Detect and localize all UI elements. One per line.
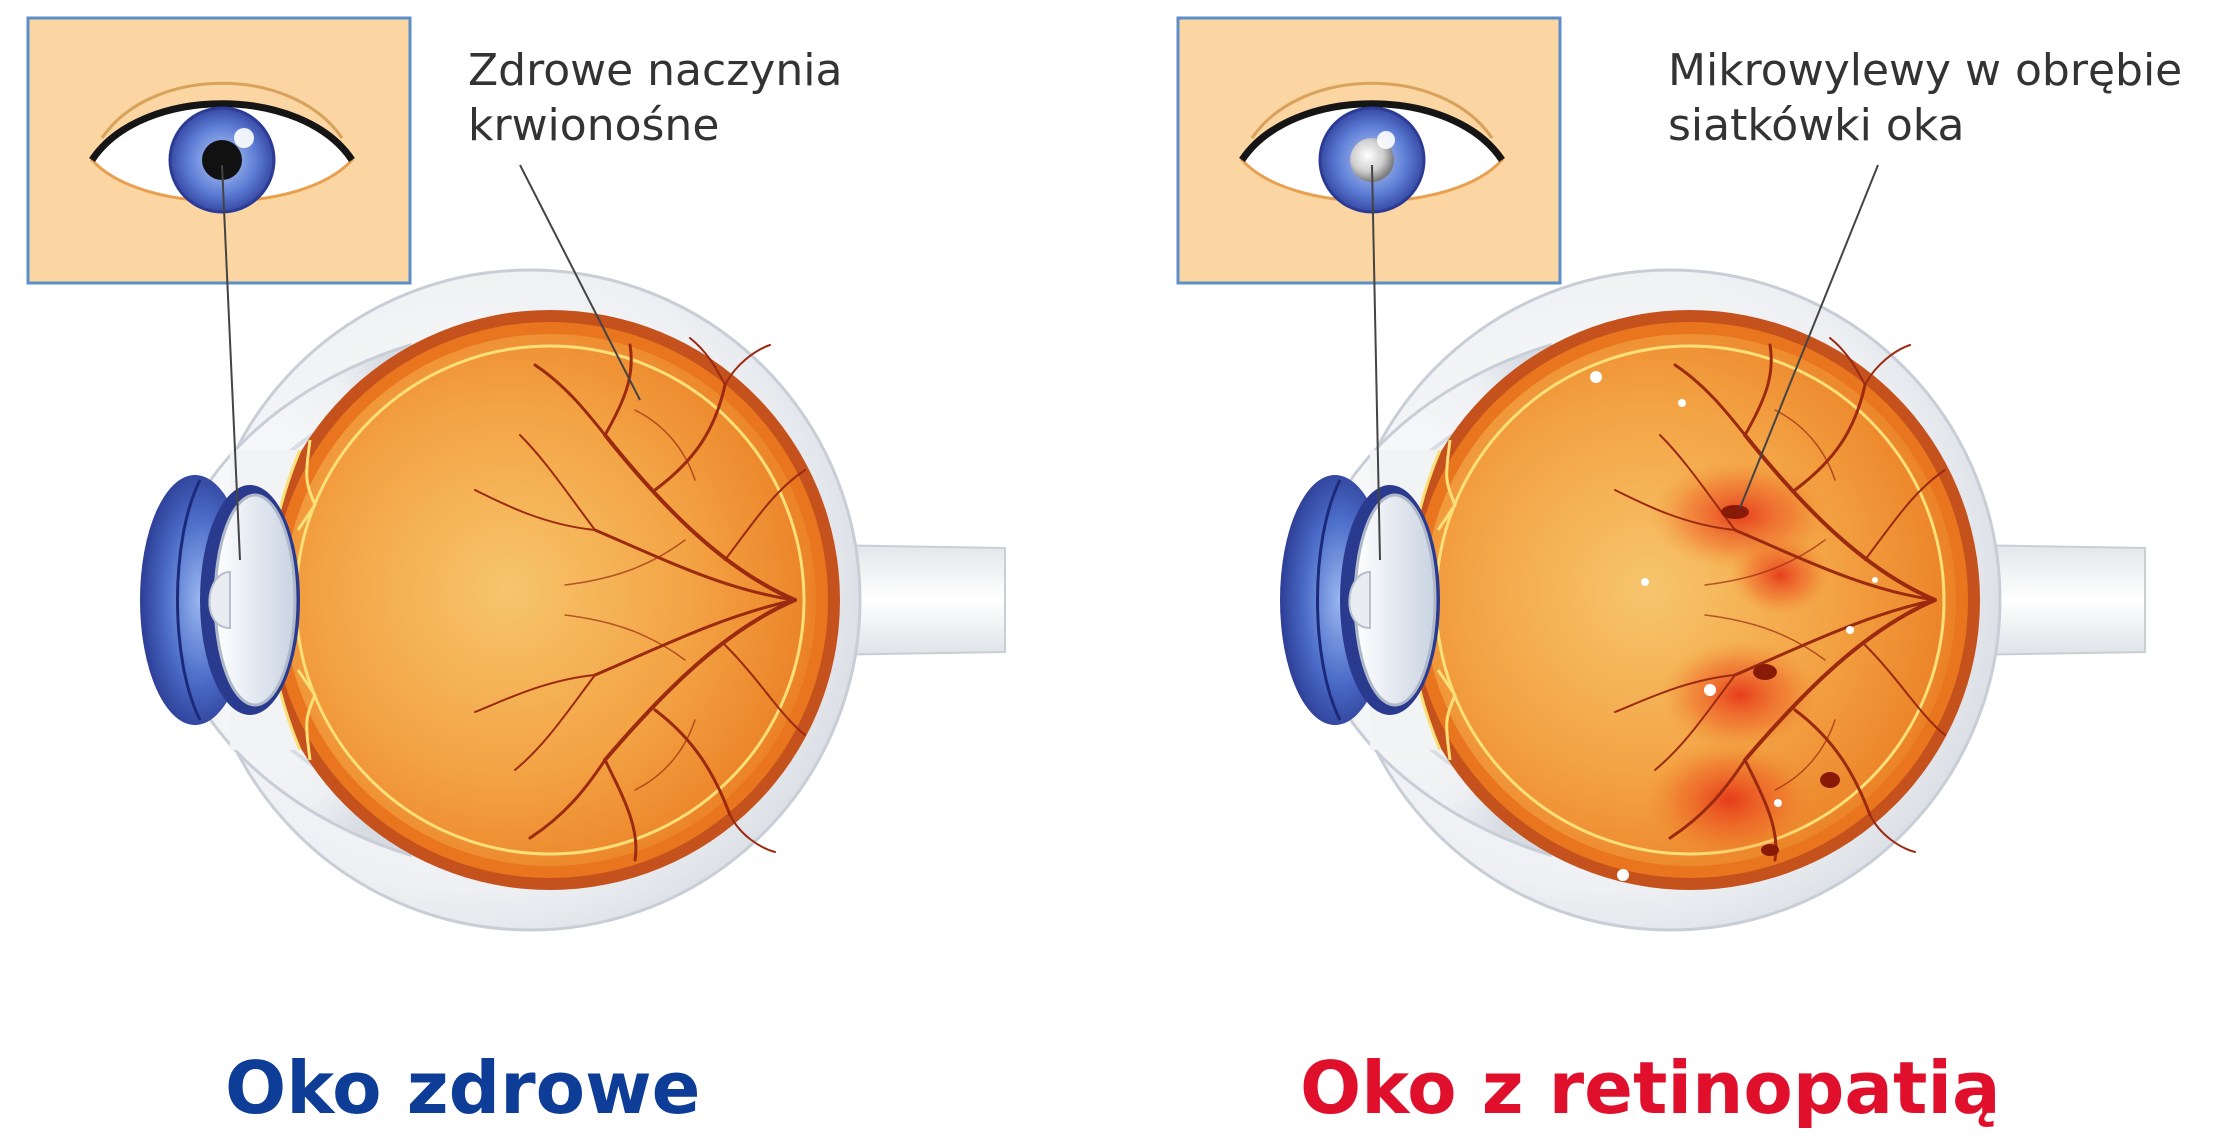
healthy-callout-line1: Zdrowe naczynia (468, 45, 842, 96)
healthy-eyeball-cross-section (140, 270, 1005, 930)
retinopathy-callout-line2: siatkówki oka (1668, 100, 1964, 151)
retinopathy-eye-group: Mikrowylewy w obrębie siatkówki oka (1178, 18, 2182, 930)
healthy-eye-caption: Oko zdrowe (225, 1052, 700, 1124)
retinopathy-eye-caption: Oko z retinopatią (1300, 1052, 2001, 1124)
healthy-callout-line2: krwionośne (468, 100, 719, 151)
retinopathy-callout-line1: Mikrowylewy w obrębie (1668, 45, 2182, 96)
healthy-eye-group: Zdrowe naczynia krwionośne (28, 18, 1005, 930)
